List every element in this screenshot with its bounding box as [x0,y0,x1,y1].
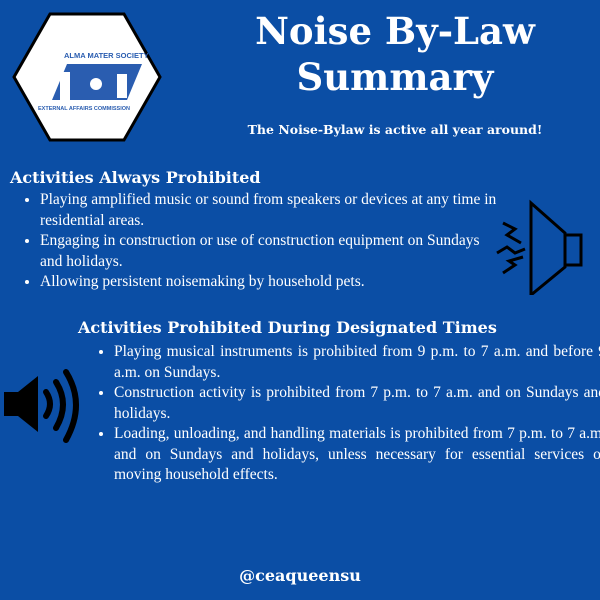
subtitle: The Noise-Bylaw is active all year aroun… [247,122,543,137]
social-handle: @ceaqueensu [239,566,361,585]
list-item: Playing amplified music or sound from sp… [40,190,505,231]
volume-icon [4,369,79,443]
section1-heading: Activities Always Prohibited [10,168,261,187]
alma-mater-society-logo: ALMA MATER SOCIETY EXTERNAL AFFAIRS COMM… [12,12,162,142]
svg-text:ALMA MATER SOCIETY: ALMA MATER SOCIETY [64,51,149,60]
section2-heading: Activities Prohibited During Designated … [78,318,497,337]
svg-text:EXTERNAL AFFAIRS COMMISSION: EXTERNAL AFFAIRS COMMISSION [38,106,130,112]
list-item: Construction activity is prohibited from… [114,383,600,424]
section2-list: Playing musical instruments is prohibite… [96,342,600,486]
list-item: Loading, unloading, and handling materia… [114,424,600,486]
speaker-outline-icon [496,199,583,295]
list-item: Allowing persistent noisemaking by house… [40,272,505,293]
list-item: Engaging in construction or use of const… [40,231,505,272]
section1-list: Playing amplified music or sound from sp… [22,190,505,293]
list-item: Playing musical instruments is prohibite… [114,342,600,383]
page-title: Noise By-Law Summary [255,9,535,99]
